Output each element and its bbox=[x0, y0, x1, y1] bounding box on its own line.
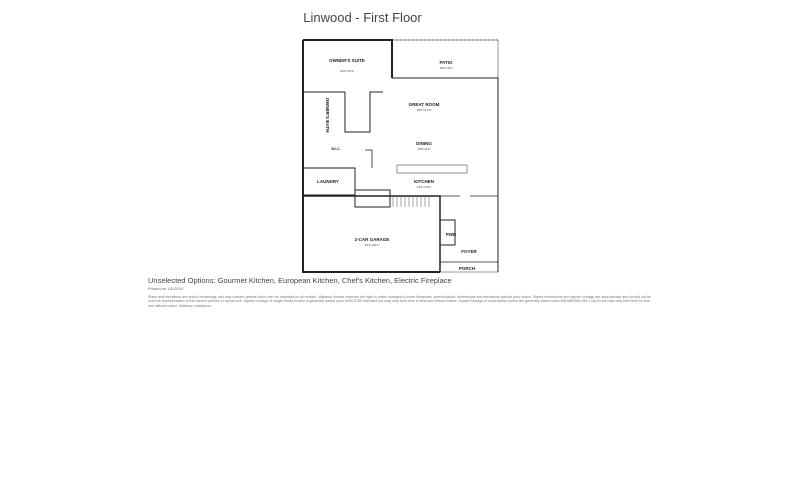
walls bbox=[302, 39, 499, 273]
room-pwd: PWD bbox=[446, 232, 457, 237]
room-great-room: GREAT ROOM bbox=[409, 102, 440, 107]
room-patio: PATIO bbox=[439, 60, 453, 65]
room-foyer: FOYER bbox=[461, 249, 477, 254]
room-labels: OWNER'S SUITE 13'0"x15'6" PATIO 15'0"x9'… bbox=[317, 58, 477, 271]
room-dining: DINING bbox=[416, 141, 432, 146]
disclaimer: Plans and elevations are artist's render… bbox=[148, 295, 651, 308]
svg-text:13'2"x13'6": 13'2"x13'6" bbox=[417, 185, 432, 189]
svg-text:20'1"x20'1": 20'1"x20'1" bbox=[365, 243, 380, 247]
svg-text:15'0"x9'0": 15'0"x9'0" bbox=[439, 66, 452, 70]
room-kitchen: KITCHEN bbox=[414, 179, 434, 184]
room-wic: W.I.C. bbox=[331, 147, 341, 151]
room-laundry: LAUNDRY bbox=[317, 179, 339, 184]
svg-text:18'6"x9'9": 18'6"x9'9" bbox=[417, 147, 430, 151]
plan-title: Linwood - First Floor bbox=[303, 10, 422, 25]
svg-text:18'6"x17'0": 18'6"x17'0" bbox=[417, 108, 432, 112]
room-garage: 2-CAR GARAGE bbox=[355, 237, 390, 242]
printed-note: Printed on 1/1/2024 bbox=[148, 286, 183, 291]
room-owners-bath: OWNER'S BATH bbox=[325, 98, 330, 133]
room-porch: PORCH bbox=[459, 266, 475, 271]
svg-text:13'0"x15'6": 13'0"x15'6" bbox=[340, 69, 355, 73]
unselected-options: Unselected Options: Gourmet Kitchen, Eur… bbox=[148, 276, 452, 285]
room-owners-suite: OWNER'S SUITE bbox=[329, 58, 365, 63]
